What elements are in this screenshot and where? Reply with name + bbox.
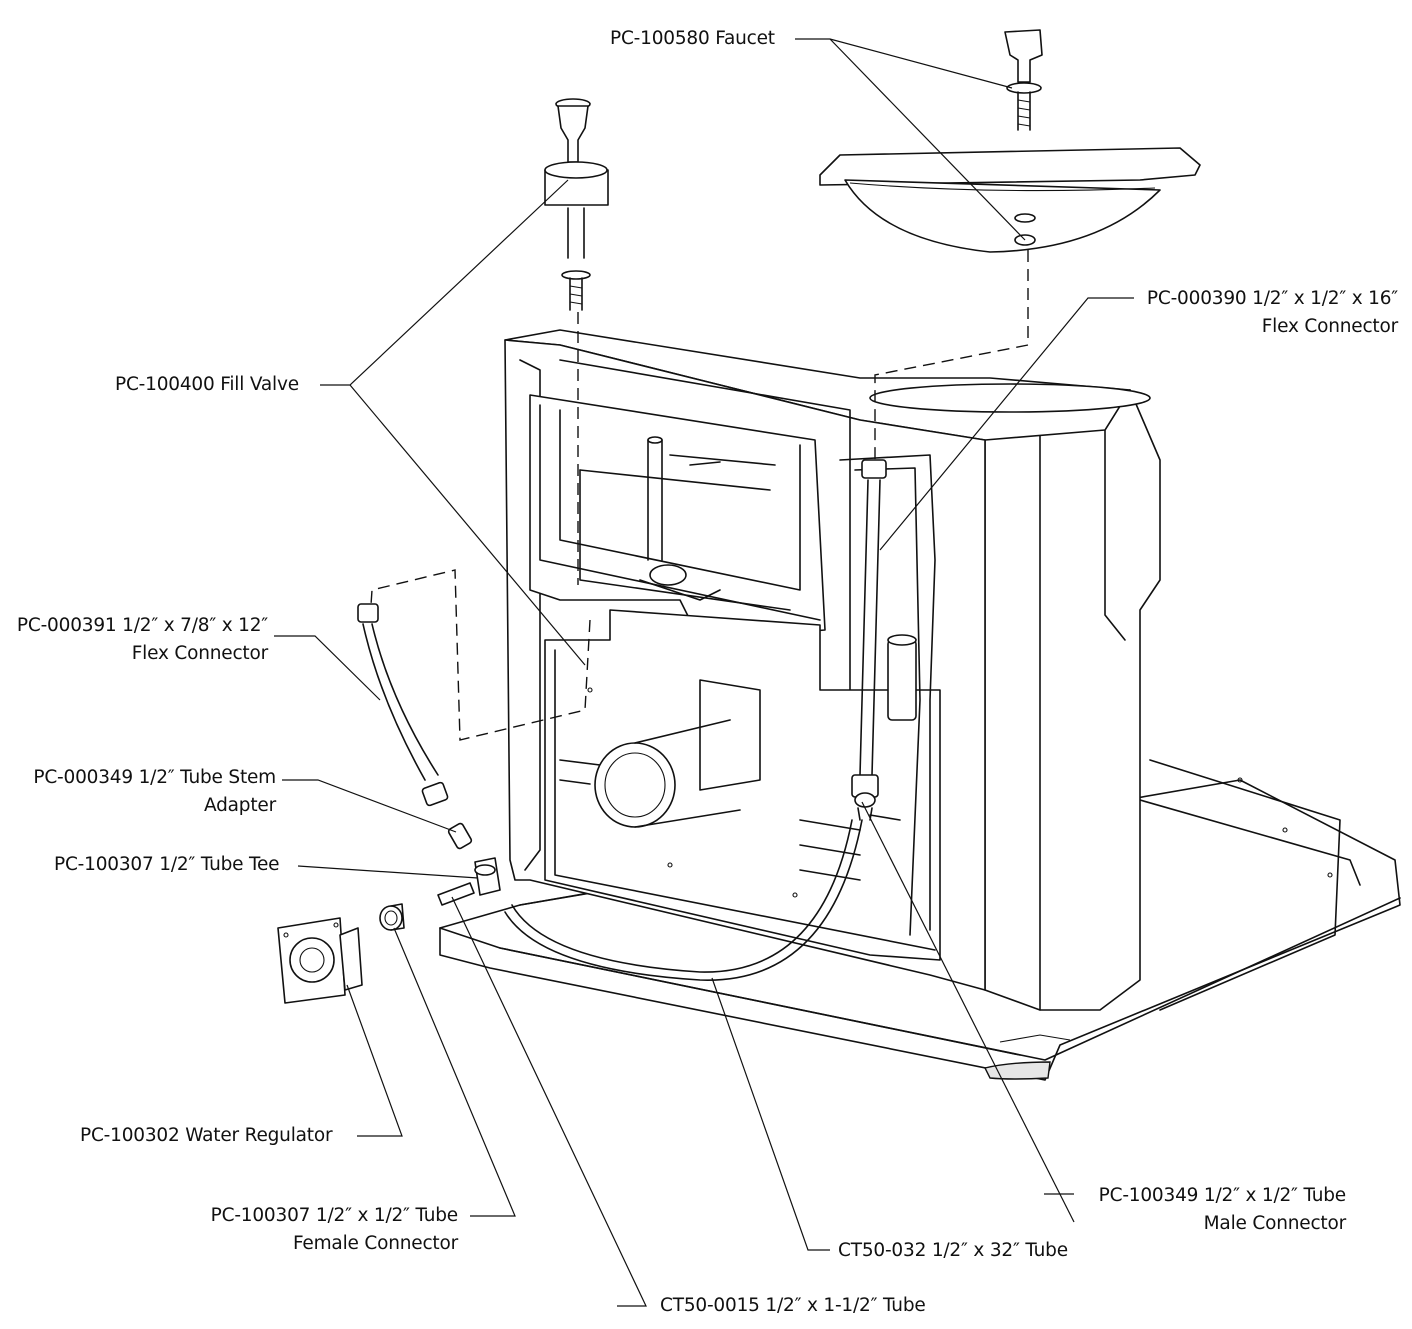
leader-lines	[274, 38, 1134, 1307]
cabinet-body	[504, 329, 1333, 1011]
label-flex-connector-12: PC-000391 1/2″ x 7/8″ x 12″ Flex Connect…	[16, 615, 268, 664]
label-water-regulator: PC-100302 Water Regulator	[80, 1125, 333, 1146]
label-male-connector: PC-100349 1/2″ x 1/2″ Tube Male Connecto…	[1098, 1185, 1347, 1234]
label-fill-valve: PC-100400 Fill Valve	[115, 374, 299, 395]
assembly-guides	[369, 250, 1029, 741]
label-faucet: PC-100580 Faucet	[610, 28, 775, 49]
label-female-connector: PC-100307 1/2″ x 1/2″ Tube Female Connec…	[210, 1205, 459, 1254]
label-tube-tee: PC-100307 1/2″ Tube Tee	[54, 854, 280, 875]
label-tube-32: CT50-032 1/2″ x 32″ Tube	[838, 1240, 1068, 1261]
fill-valve-part	[544, 98, 609, 311]
label-tube-stem-adapter: PC-000349 1/2″ Tube Stem Adapter	[33, 767, 276, 816]
faucet-part	[1004, 29, 1043, 131]
label-flex-connector-16: PC-000390 1/2″ x 1/2″ x 16″ Flex Connect…	[1146, 288, 1398, 337]
sink-basin	[819, 147, 1201, 253]
label-tube-1-5: CT50-0015 1/2″ x 1-1/2″ Tube	[660, 1295, 926, 1316]
